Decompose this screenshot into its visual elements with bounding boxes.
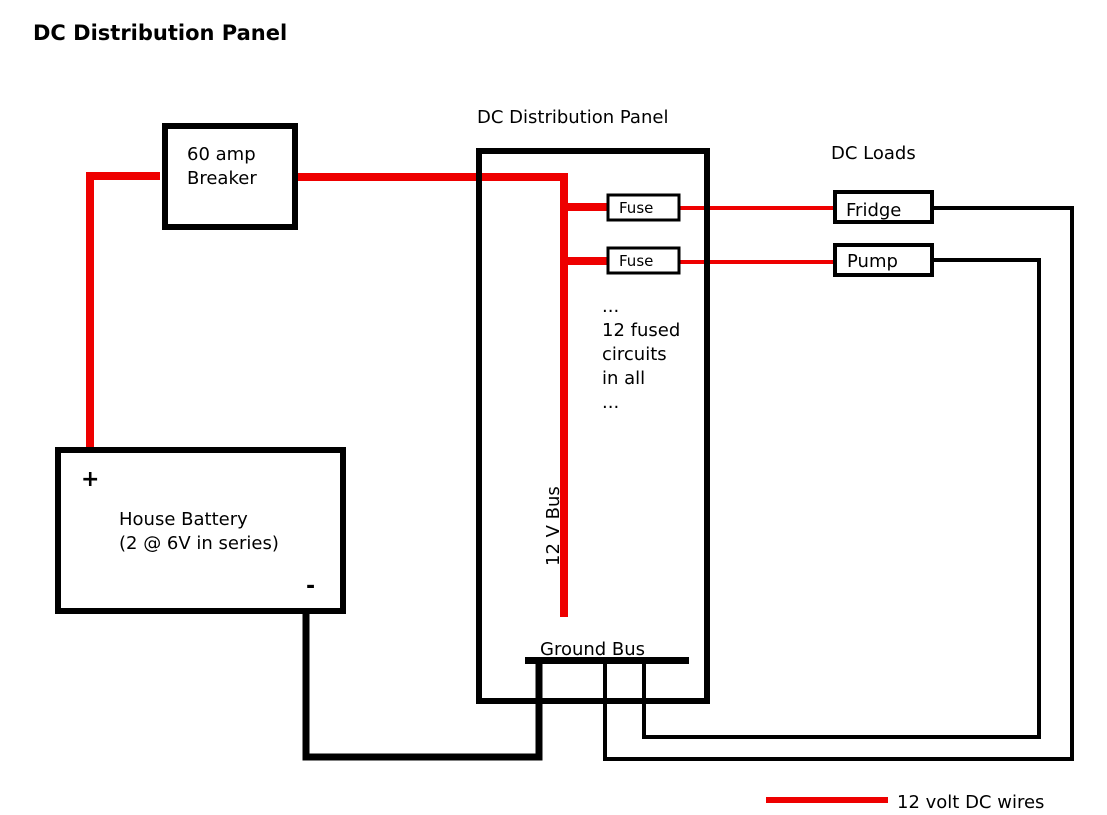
legend-label-12v: 12 volt DC wires	[897, 792, 1044, 813]
battery-negative-terminal: -	[306, 574, 315, 599]
loads-label: DC Loads	[831, 143, 916, 164]
battery-label-line1: House Battery	[119, 509, 248, 530]
wire-battery-to-breaker	[86, 172, 160, 452]
fuse-1	[606, 193, 681, 222]
ground-wires	[302, 206, 1074, 761]
wire-pump-return	[642, 258, 1041, 739]
fuse-1-label: Fuse	[619, 199, 653, 217]
battery-box	[55, 447, 346, 614]
fuse-2	[606, 246, 681, 275]
distribution-panel: DC Distribution Panel Fuse Fuse ... 12 f…	[476, 107, 710, 704]
dc-loads: DC Loads Fridge Pump	[831, 143, 934, 277]
load-fridge	[833, 190, 934, 224]
wire-breaker-to-bus	[296, 173, 568, 617]
panel-label: DC Distribution Panel	[477, 107, 668, 128]
panel-box	[476, 148, 710, 704]
load-pump-label: Pump	[847, 251, 898, 272]
wire-fridge-return	[603, 206, 1074, 761]
load-pump	[833, 243, 934, 277]
wire-battery-negative-to-ground-bus	[302, 612, 543, 761]
panel-note-line2: 12 fused	[602, 320, 680, 341]
breaker-label-line1: 60 amp	[187, 144, 256, 165]
load-fridge-label: Fridge	[846, 200, 901, 221]
battery-label-line2: (2 @ 6V in series)	[119, 533, 279, 554]
breaker-label-line2: Breaker	[187, 168, 257, 189]
panel-note-line5: ...	[602, 392, 619, 413]
panel-note-line4: in all	[602, 368, 645, 389]
panel-note-line1: ...	[602, 296, 619, 317]
house-battery: + House Battery (2 @ 6V in series) -	[55, 447, 346, 614]
fuse-2-label: Fuse	[619, 252, 653, 270]
breaker-box	[162, 123, 298, 230]
breaker: 60 amp Breaker	[162, 123, 298, 230]
ground-bus-label: Ground Bus	[540, 639, 645, 660]
battery-positive-terminal: +	[81, 467, 99, 492]
legend: 12 volt DC wires	[766, 792, 1044, 813]
panel-note-line3: circuits	[602, 344, 667, 365]
diagram-title: DC Distribution Panel	[33, 21, 287, 45]
bus-label: 12 V Bus	[543, 486, 564, 566]
ground-bus-bar	[525, 657, 689, 664]
